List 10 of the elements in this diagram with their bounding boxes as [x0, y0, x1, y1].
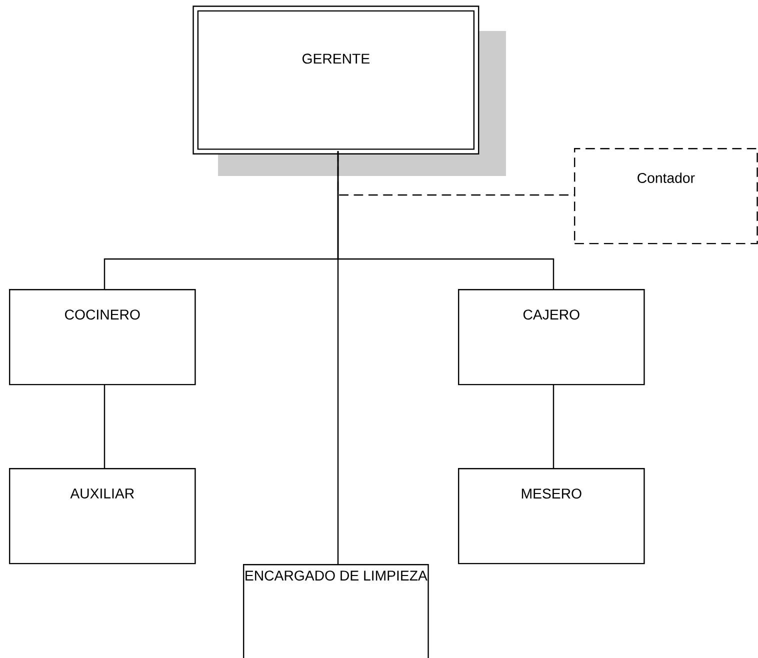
- position-box: CAJERO: [458, 289, 645, 386]
- manager-box: GERENTE: [192, 6, 506, 176]
- position-box: COCINERO: [9, 289, 196, 386]
- position-box: MESERO: [458, 468, 645, 564]
- position-box: AUXILIAR: [9, 468, 196, 564]
- connector-line: [337, 151, 554, 289]
- connector-line: [552, 384, 554, 468]
- connector-line: [104, 384, 106, 468]
- dashed-box: Contador: [574, 148, 758, 244]
- position-box: ENCARGADO DE LIMPIEZA: [243, 564, 429, 658]
